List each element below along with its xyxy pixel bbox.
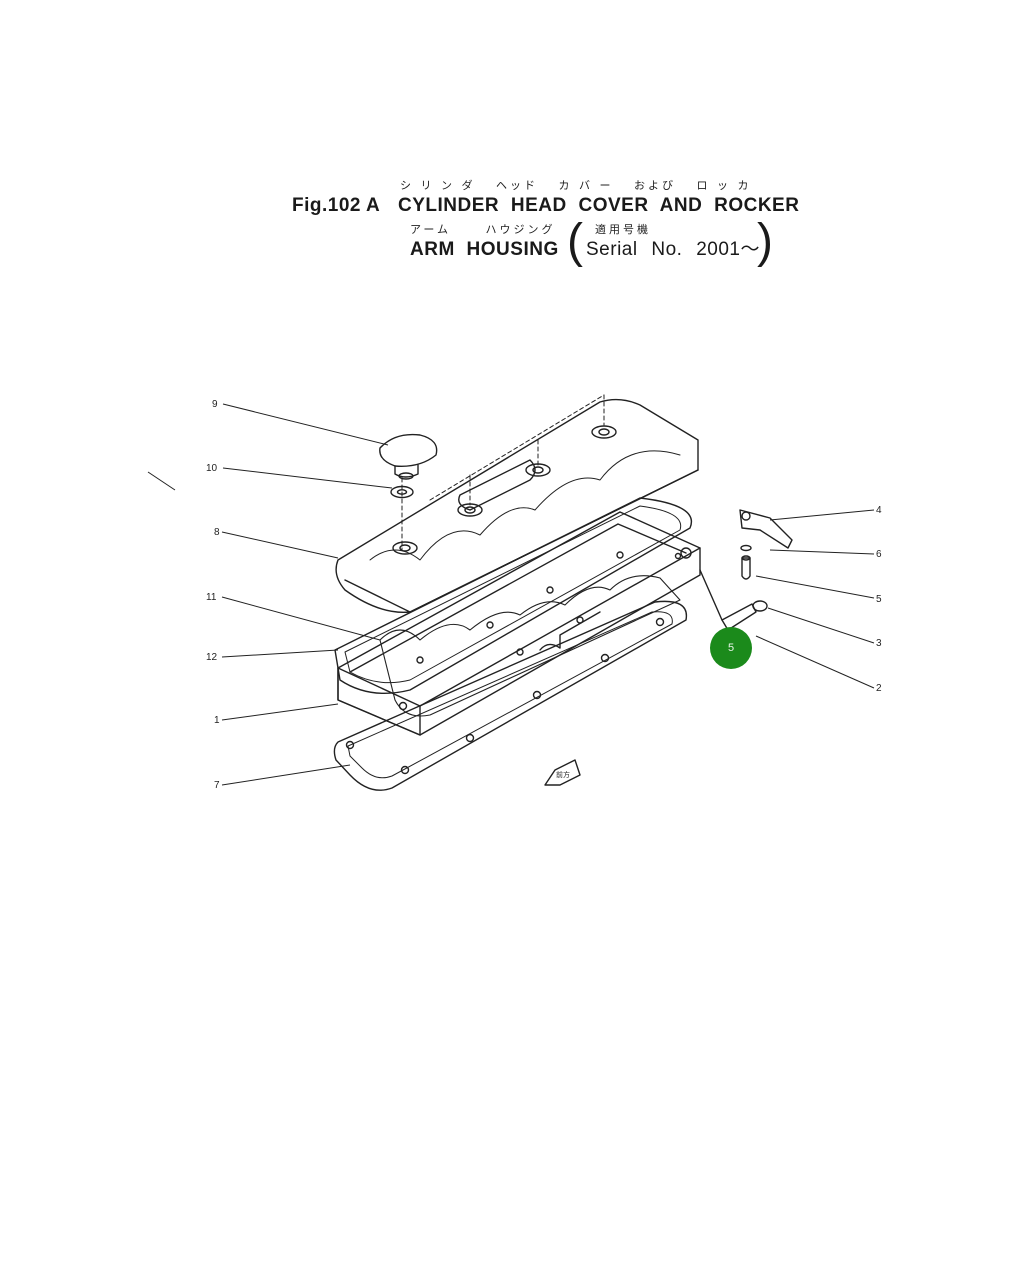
title-kana-line2: アーム ハウジング	[410, 223, 556, 236]
serial-number: Serial No. 2001～	[586, 239, 760, 260]
front-direction-marker	[544, 759, 581, 786]
callout-6: 6	[876, 549, 882, 560]
callout-1: 1	[214, 715, 220, 726]
part-hotspot-button[interactable]: 5	[710, 627, 752, 669]
title-kana-line1: シ リ ン ダ ヘッド カ バ ー および ロ ッ カ	[400, 179, 752, 192]
callout-11: 11	[206, 592, 217, 603]
callout-4: 4	[876, 505, 882, 516]
alignment-lines	[401, 394, 605, 551]
serial-open-paren: (	[567, 215, 583, 268]
part-5-bolt	[741, 555, 751, 580]
figure-label: Fig.102 A	[292, 195, 381, 216]
serial-close-paren: )	[757, 215, 773, 268]
callout-9: 9	[212, 399, 218, 410]
part-12-gasket	[334, 497, 693, 695]
leader-lines	[147, 403, 875, 786]
part-11-inner-gasket	[379, 551, 681, 717]
part-8-head-cover	[335, 398, 699, 614]
part-6-washer	[740, 544, 752, 552]
callout-7: 7	[214, 780, 220, 791]
part-9-filler-cap	[379, 433, 438, 480]
front-marker-label: 前方	[556, 770, 570, 779]
callout-5: 5	[876, 594, 882, 605]
callout-8: 8	[214, 527, 220, 538]
part-4-lever	[739, 509, 793, 549]
callout-labels: 9 10 8 11 12 1 7 4 6 5 3 2 前方	[206, 399, 882, 791]
part-7-gasket	[333, 600, 688, 791]
callout-10: 10	[206, 463, 218, 474]
title-kana-serial: 適用号機	[595, 223, 651, 236]
part-2-shaft	[699, 569, 757, 631]
callout-2: 2	[876, 683, 882, 694]
title-line2: ARM HOUSING	[410, 239, 559, 260]
title-line1: CYLINDER HEAD COVER AND ROCKER	[398, 195, 800, 216]
part-1-rocker-arm-housing	[337, 511, 701, 736]
callout-3: 3	[876, 638, 882, 649]
callout-12: 12	[206, 652, 218, 663]
